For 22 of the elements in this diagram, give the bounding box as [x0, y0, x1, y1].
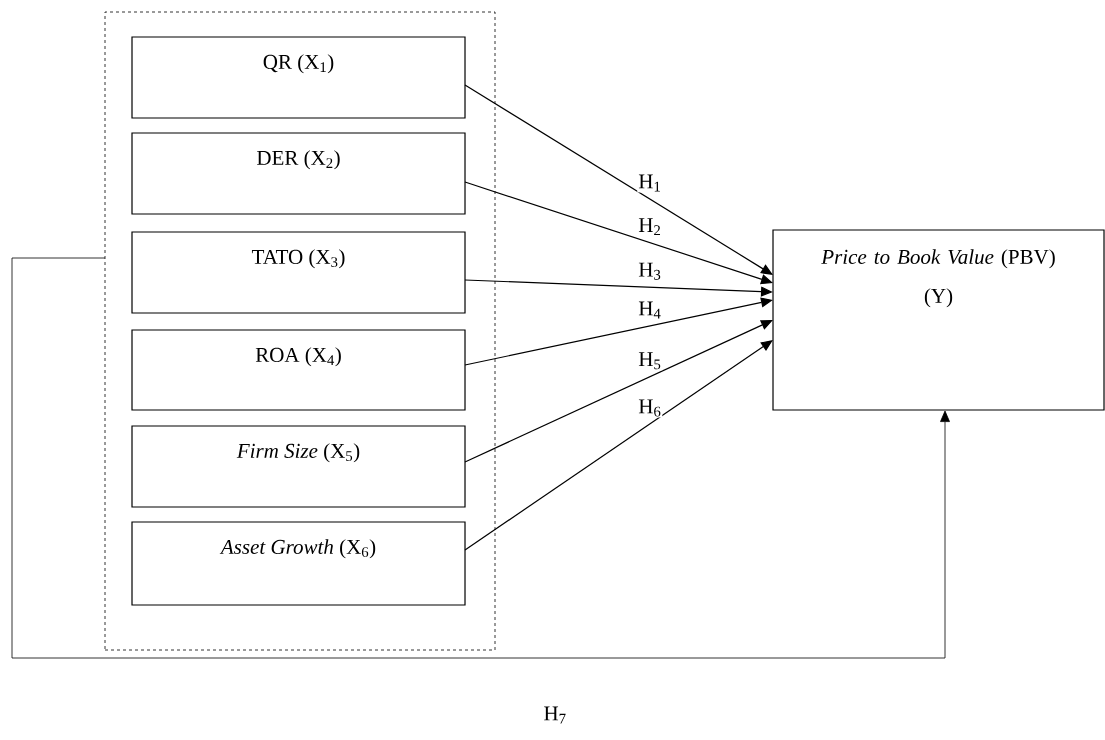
- variable-box: Firm Size (X$_{5}$): [131, 425, 466, 508]
- variable-box: Price to Book Value (PBV) (Y): [772, 229, 1105, 411]
- arrow: [464, 297, 773, 366]
- arrow: [464, 340, 773, 551]
- variable-box: TATO (X$_{3}$): [131, 231, 466, 314]
- edge-label: H$_{1}$: [637, 173, 663, 193]
- edge-label: H$_{7}$: [542, 705, 568, 725]
- arrow: [11, 257, 950, 659]
- arrow: [464, 320, 773, 463]
- edge-label: H$_{3}$: [637, 261, 663, 281]
- arrow: [464, 84, 773, 275]
- variable-box: ROA (X$_{4}$): [131, 329, 466, 411]
- edge-label: H$_{4}$: [637, 300, 663, 320]
- arrow: [464, 181, 773, 285]
- variable-box: QR (X$_{1}$): [131, 36, 466, 119]
- edge-label: H$_{5}$: [637, 351, 663, 371]
- edge-label: H$_{6}$: [637, 398, 663, 418]
- edge-label: H$_{2}$: [637, 217, 663, 237]
- group-box: [104, 11, 496, 651]
- variable-box: Asset Growth (X$_{6}$): [131, 521, 466, 606]
- variable-box: DER (X$_{2}$): [131, 132, 466, 215]
- arrow: [464, 279, 773, 297]
